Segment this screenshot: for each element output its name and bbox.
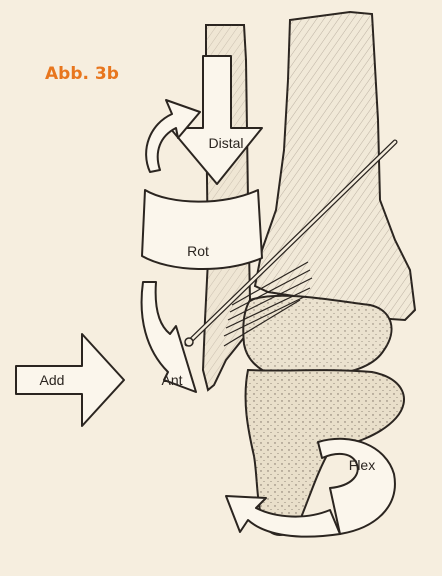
tibia (255, 12, 415, 320)
rot-label: Rot (187, 243, 209, 259)
distal-label: Distal (208, 135, 243, 151)
add-label: Add (40, 372, 65, 388)
talus (243, 296, 391, 378)
flex-label: Flex (349, 457, 375, 473)
anterior-arrow: Ant (142, 282, 196, 392)
ant-label: Ant (161, 372, 182, 388)
adduction-arrow: Add (16, 334, 124, 426)
